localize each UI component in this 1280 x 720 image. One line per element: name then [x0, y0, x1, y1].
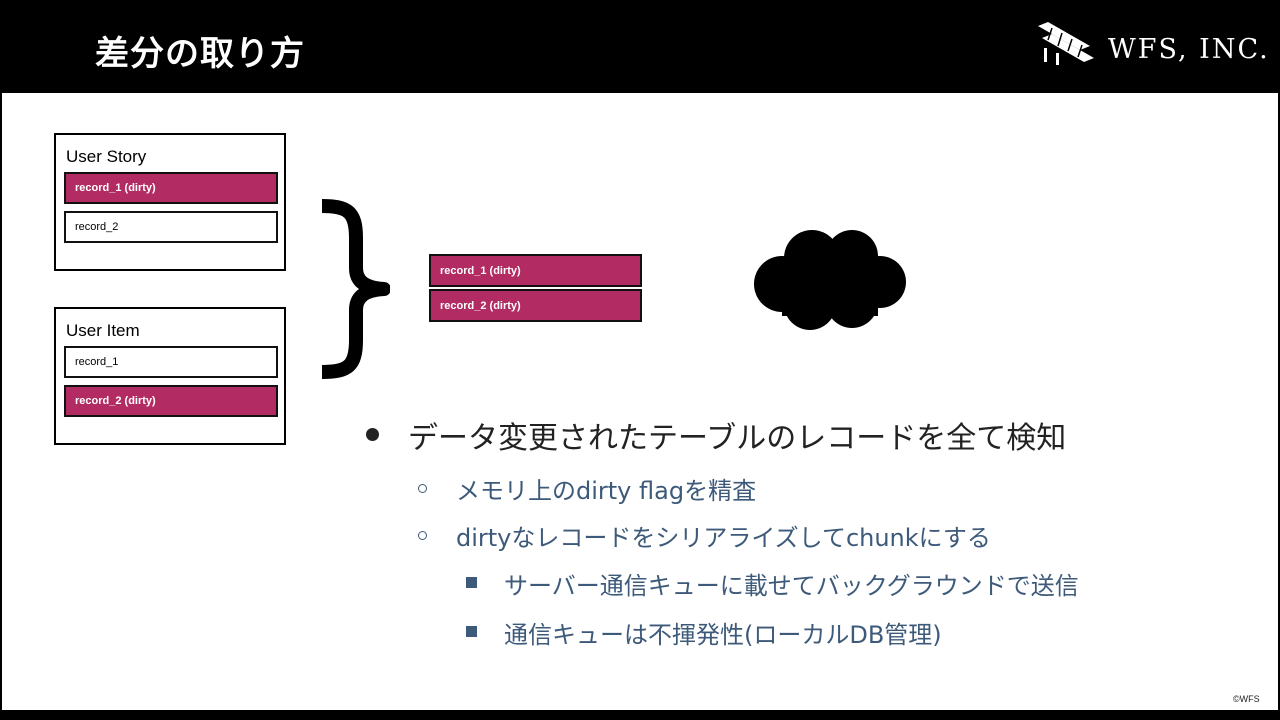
- subsub-bullet-text: サーバー通信キューに載せてバックグラウンドで送信: [504, 572, 1079, 600]
- slide-header: 差分の取り方 WFS, INC.: [0, 0, 1280, 92]
- merged-record-box: record_1 (dirty): [429, 254, 642, 287]
- bullet-square: [466, 626, 477, 637]
- bullet-ring: [418, 531, 427, 540]
- sub-bullet-text: メモリ上のdirty flagを精査: [456, 477, 757, 505]
- curly-brace-icon: [321, 199, 390, 379]
- slide-title: 差分の取り方: [95, 34, 305, 74]
- user-story-panel: User Story record_1 (dirty) record_2: [54, 133, 286, 271]
- bullet-square: [466, 577, 477, 588]
- bullet-ring: [418, 484, 427, 493]
- user-item-panel: User Item record_1 record_2 (dirty): [54, 307, 286, 445]
- merged-record-box: record_2 (dirty): [429, 289, 642, 322]
- bottom-strip: [0, 710, 1280, 720]
- record-box: record_2: [64, 211, 278, 243]
- bullet-dot: [366, 428, 379, 441]
- panel-title: User Item: [66, 321, 140, 340]
- wfs-logo-icon: [1038, 22, 1094, 65]
- record-box: record_1 (dirty): [64, 172, 278, 204]
- panel-title: User Story: [66, 147, 147, 166]
- copyright-text: ©WFS: [1233, 694, 1260, 704]
- main-bullet-text: データ変更されたテーブルのレコードを全て検知: [408, 421, 1067, 456]
- sub-bullet-text: dirtyなレコードをシリアライズしてchunkにする: [456, 524, 991, 552]
- record-box: record_1: [64, 346, 278, 378]
- cloud-icon: [754, 230, 906, 330]
- record-box: record_2 (dirty): [64, 385, 278, 417]
- subsub-bullet-text: 通信キューは不揮発性(ローカルDB管理): [504, 621, 942, 649]
- company-logo-text: WFS, INC.: [1108, 34, 1270, 65]
